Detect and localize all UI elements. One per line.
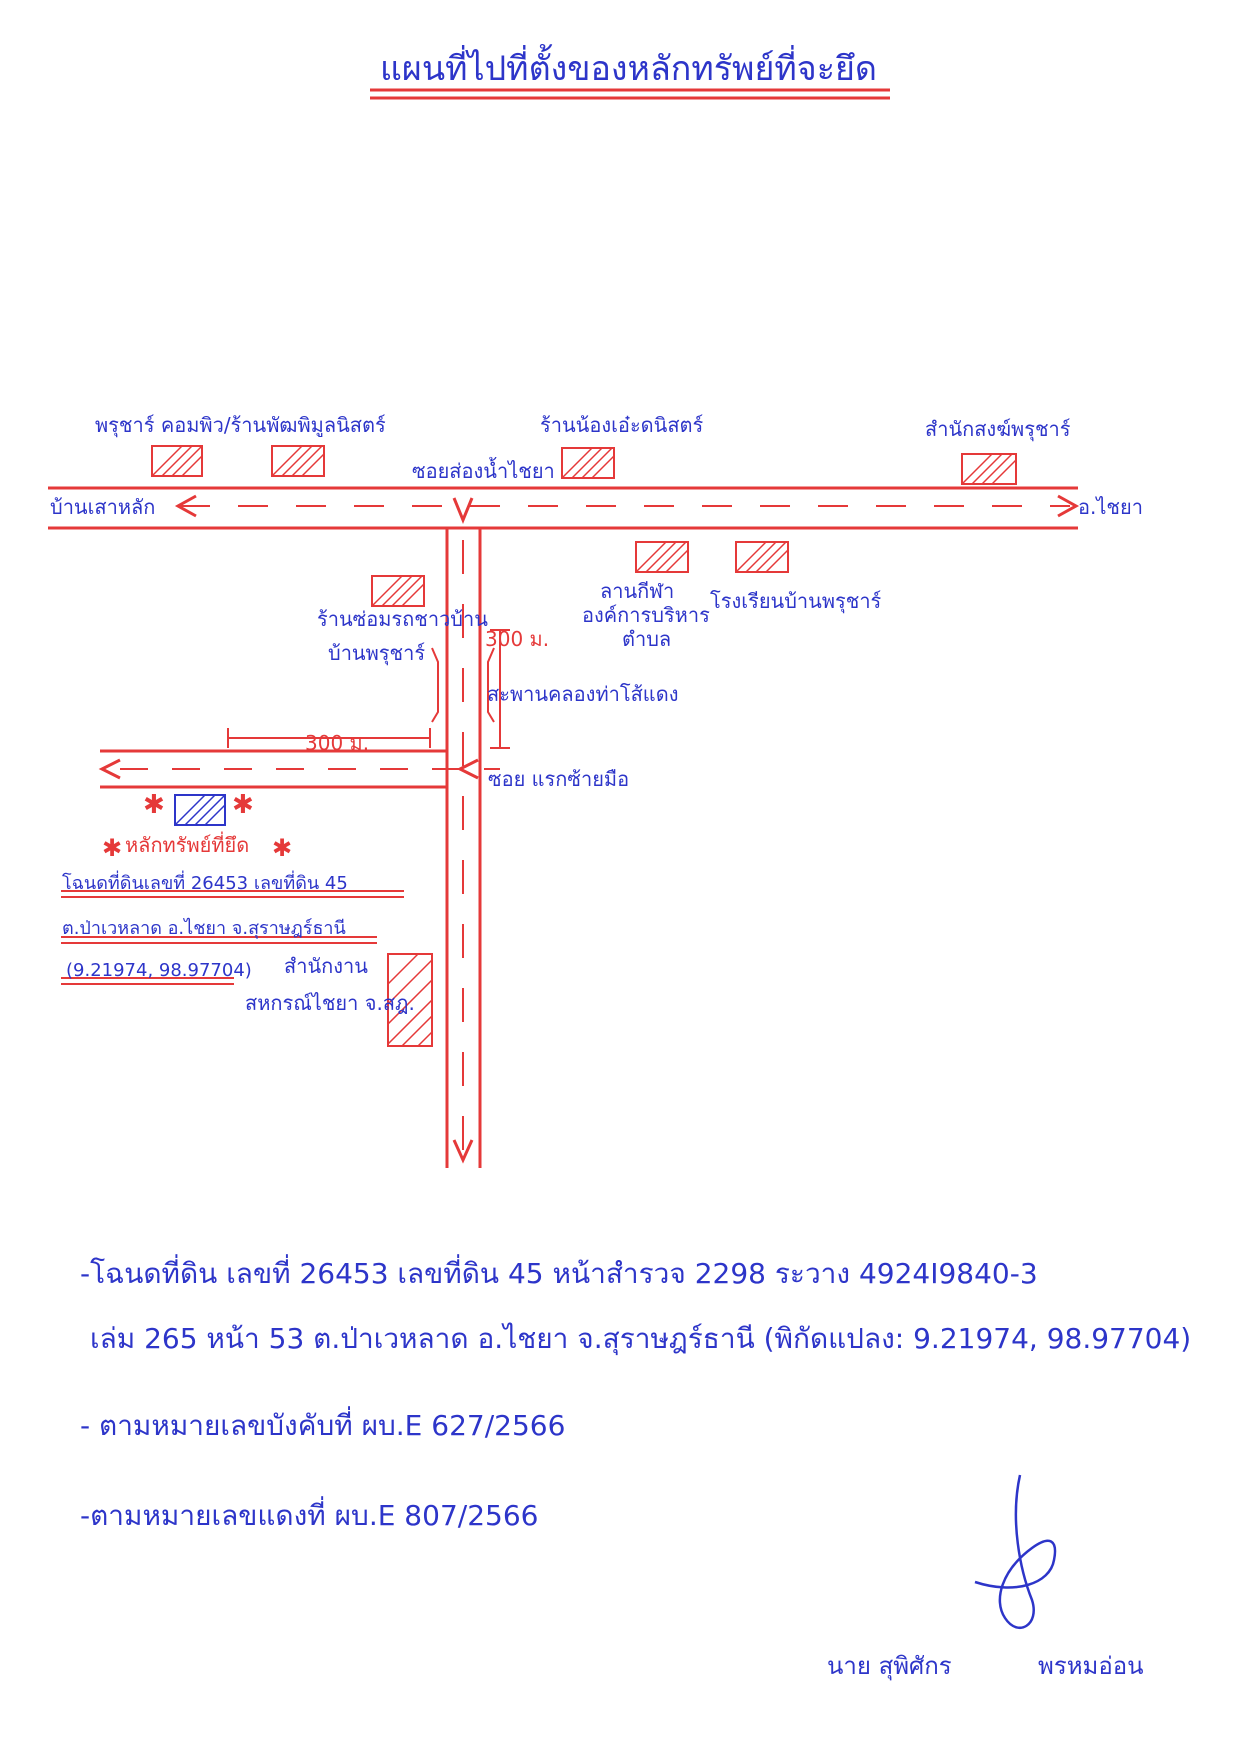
label-right-building-1: ลานกีฬา bbox=[600, 579, 675, 603]
building-right-2 bbox=[735, 541, 789, 573]
label-road-right: อ.ไชยา bbox=[1078, 495, 1143, 519]
note-line-3: - ตามหมายเลขบังคับที่ ผบ.E 627/2566 bbox=[80, 1409, 566, 1442]
signature-scribble bbox=[974, 1474, 1057, 1630]
arrow-left-lower bbox=[98, 758, 121, 780]
note-line-4: -ตามหมายเลขแดงที่ ผบ.E 807/2566 bbox=[80, 1499, 539, 1532]
label-junction-bottom: ซอย แรกซ้ายมือ bbox=[488, 767, 630, 791]
building-right-1 bbox=[635, 541, 689, 573]
label-left-building: ร้านซ่อมรถชาวบ้าน bbox=[317, 607, 488, 631]
signature-surname: พรหมอ่อน bbox=[1038, 1652, 1144, 1680]
arrow-left-main bbox=[174, 494, 197, 518]
label-junction-top: ซอยส่องน้ำไชยา bbox=[412, 459, 555, 483]
label-distance-horizontal: 300 ม. bbox=[305, 731, 370, 755]
building-top-left-2 bbox=[271, 445, 325, 477]
label-bridge: สะพานคลองท่าโส้แดง bbox=[487, 682, 679, 706]
target-star-right: ✱ bbox=[232, 790, 254, 820]
label-distance-vertical: 300 ม. bbox=[485, 627, 550, 651]
building-top-left bbox=[151, 445, 203, 477]
label-target: หลักทรัพย์ที่ยึด bbox=[125, 833, 250, 857]
label-road-left: บ้านเสาหลัก bbox=[50, 495, 156, 519]
arrow-down-junction bbox=[452, 497, 474, 524]
label-left-building-2: บ้านพรุชาร์ bbox=[328, 641, 426, 665]
label-top-left-1: พรุชาร์ คอมพิว/ร้านพัฒพิมูลนิสตร์ bbox=[95, 413, 386, 437]
arrow-left-junction bbox=[456, 758, 479, 780]
label-right-building-2: โรงเรียนบ้านพรุชาร์ bbox=[710, 589, 882, 613]
building-top-right bbox=[961, 453, 1017, 485]
label-target-coords: (9.21974, 98.97704) bbox=[66, 960, 252, 981]
bridge-right-bracket bbox=[487, 647, 495, 723]
label-top-middle: ร้านน้องเอ๋ะดนิสตร์ bbox=[540, 413, 704, 437]
page-title: แผนที่ไปที่ตั้งของหลักทรัพย์ที่จะยึด bbox=[380, 49, 877, 89]
note-line-1: -โฉนดที่ดิน เลขที่ 26453 เลขที่ดิน 45 หน… bbox=[80, 1257, 1038, 1290]
office-building bbox=[387, 953, 433, 1047]
label-office-2: สหกรณ์ไชยา จ.สฎ. bbox=[245, 991, 415, 1015]
building-left-vertical-road bbox=[371, 575, 425, 607]
label-right-building-1c: ตำบล bbox=[622, 627, 672, 651]
arrow-down-vertical bbox=[452, 1139, 474, 1164]
label-target-desc-1: โฉนดที่ดินเลขที่ 26453 เลขที่ดิน 45 bbox=[62, 873, 348, 894]
arrow-right-main bbox=[1057, 494, 1080, 518]
label-target-desc-2: ต.ป่าเวหลาด อ.ไชยา จ.สุราษฎร์ธานี bbox=[62, 918, 346, 939]
target-star-left: ✱ bbox=[143, 790, 165, 820]
label-office-1: สำนักงาน bbox=[284, 954, 368, 978]
target-property-box bbox=[174, 794, 226, 826]
signature-name: นาย สุพิศักร bbox=[827, 1652, 952, 1680]
target-star-label-right: ✱ bbox=[272, 834, 292, 862]
note-line-2: เล่ม 265 หน้า 53 ต.ป่าเวหลาด อ.ไชยา จ.สุ… bbox=[90, 1322, 1192, 1355]
target-star-label-left: ✱ bbox=[102, 834, 122, 862]
label-top-right: สำนักสงฆ์พรุชาร์ bbox=[925, 417, 1071, 441]
building-top-middle bbox=[561, 447, 615, 479]
bridge-left-bracket bbox=[431, 647, 439, 723]
label-right-building-1b: องค์การบริหาร bbox=[582, 603, 710, 627]
